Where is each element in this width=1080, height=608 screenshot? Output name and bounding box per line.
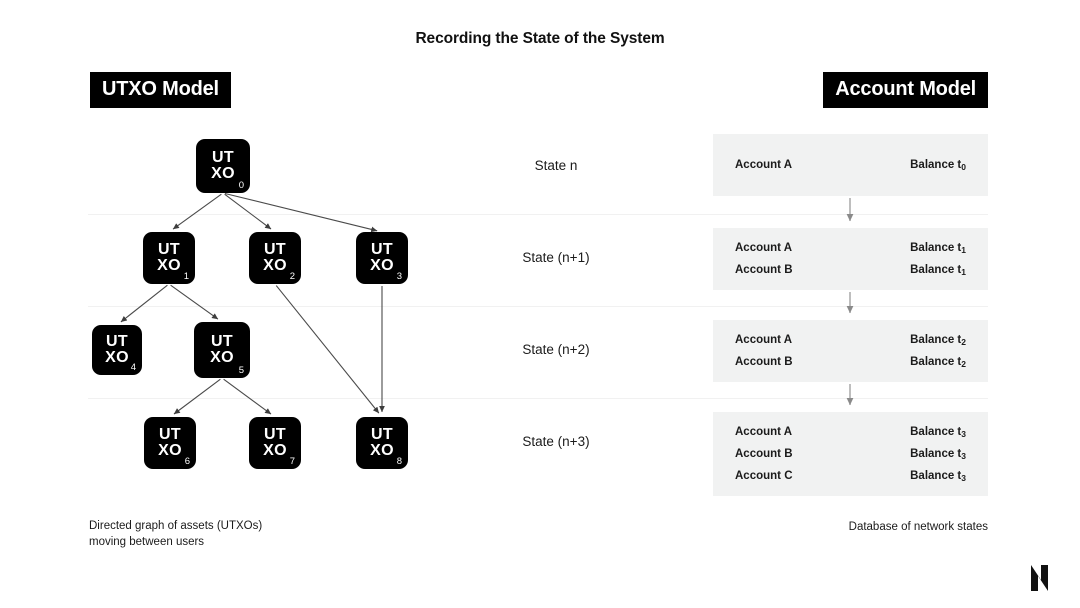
account-balance: Balance t0: [910, 159, 966, 172]
account-balance: Balance t3: [910, 448, 966, 461]
utxo-edge-utxo-1-to-utxo-5: [170, 284, 219, 320]
account-row: Account A Balance t2: [735, 329, 966, 351]
utxo-node-index: 3: [396, 270, 402, 282]
account-panel-1: Account A Balance t1 Account B Balance t1: [713, 228, 988, 290]
account-balance: Balance t3: [910, 426, 966, 439]
utxo-node-index: 1: [183, 270, 189, 282]
utxo-edge-utxo-0-to-utxo-3: [224, 192, 378, 233]
account-name: Account A: [735, 242, 793, 254]
utxo-node-index: 6: [184, 455, 190, 467]
account-balance: Balance t1: [910, 242, 966, 255]
account-row: Account A Balance t0: [735, 154, 966, 176]
utxo-node-index: 0: [238, 179, 244, 191]
utxo-node-index: 4: [130, 361, 136, 373]
utxo-edge-utxo-2-to-utxo-8: [275, 285, 380, 414]
account-row: Account A Balance t3: [735, 421, 966, 443]
row-divider-2: [88, 398, 988, 399]
account-row: Account A Balance t1: [735, 237, 966, 259]
account-name: Account B: [735, 448, 793, 460]
state-label-3: State (n+3): [522, 434, 590, 449]
account-panel-0: Account A Balance t0: [713, 134, 988, 196]
account-name: Account A: [735, 334, 793, 346]
utxo-edge-utxo-1-to-utxo-4: [120, 284, 168, 323]
caption-right: Database of network states: [848, 521, 988, 533]
page-title: Recording the State of the System: [415, 30, 665, 47]
account-row: Account B Balance t3: [735, 443, 966, 465]
row-divider-1: [88, 306, 988, 307]
utxo-node-index: 8: [396, 455, 402, 467]
account-balance: Balance t3: [910, 470, 966, 483]
account-name: Account A: [735, 426, 793, 438]
account-balance: Balance t2: [910, 356, 966, 369]
row-divider-0: [88, 214, 988, 215]
section-badge-utxo: UTXO Model: [90, 72, 231, 108]
account-row: Account B Balance t1: [735, 259, 966, 281]
account-row: Account C Balance t3: [735, 465, 966, 487]
caption-left: Directed graph of assets (UTXOs) moving …: [89, 518, 262, 550]
state-label-1: State (n+1): [522, 250, 590, 265]
utxo-edge-utxo-0-to-utxo-2: [224, 193, 272, 230]
n-logo: [1031, 565, 1048, 591]
caption-left-line-1: Directed graph of assets (UTXOs): [89, 520, 263, 532]
section-badge-account: Account Model: [823, 72, 988, 108]
caption-left-line-2: moving between users: [89, 536, 205, 548]
utxo-node-index: 2: [289, 270, 295, 282]
account-name: Account C: [735, 470, 793, 482]
account-balance: Balance t2: [910, 334, 966, 347]
account-name: Account B: [735, 356, 793, 368]
utxo-node-index: 5: [238, 364, 244, 376]
account-balance: Balance t1: [910, 264, 966, 277]
utxo-edge-utxo-0-to-utxo-1: [172, 193, 222, 230]
utxo-edge-utxo-5-to-utxo-7: [223, 378, 272, 415]
account-panel-2: Account A Balance t2 Account B Balance t2: [713, 320, 988, 382]
account-name: Account B: [735, 264, 793, 276]
utxo-edge-utxo-5-to-utxo-6: [173, 378, 221, 415]
account-name: Account A: [735, 159, 793, 171]
state-label-2: State (n+2): [522, 342, 590, 357]
account-row: Account B Balance t2: [735, 351, 966, 373]
utxo-node-index: 7: [289, 455, 295, 467]
state-label-0: State n: [534, 158, 578, 173]
